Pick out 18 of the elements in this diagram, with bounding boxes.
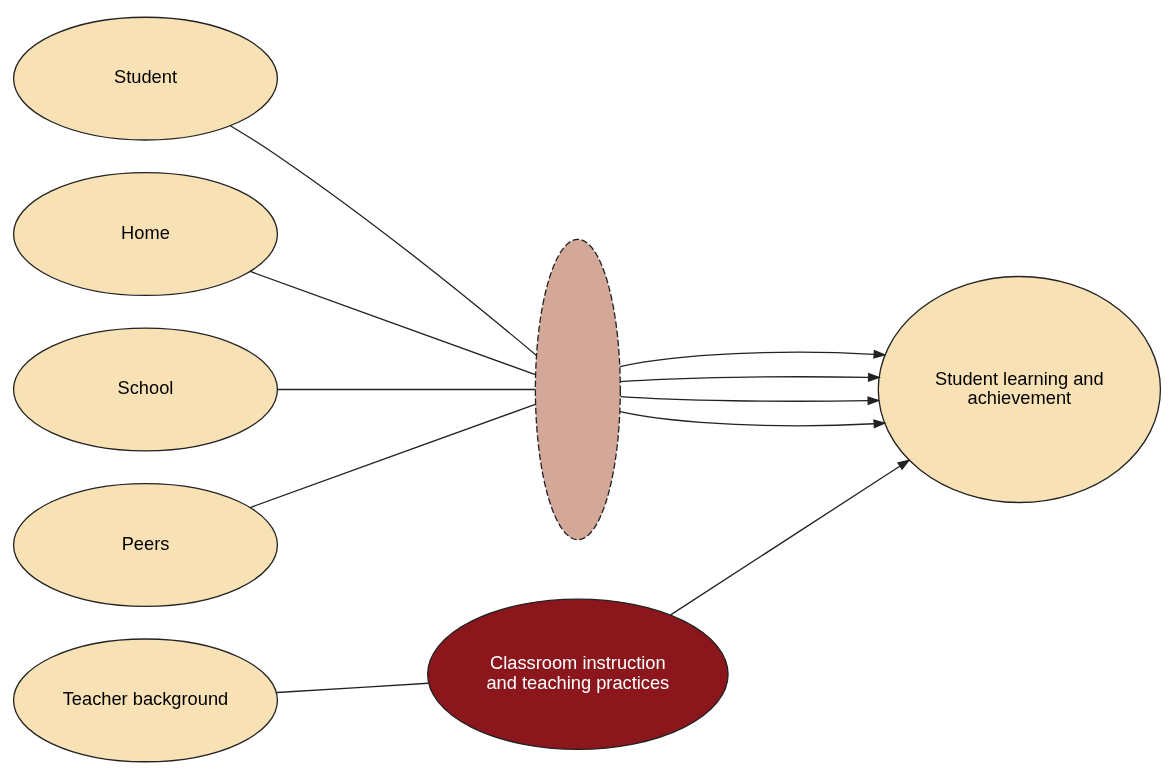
connector [249,403,536,508]
node-ellipse: Student learning and achievement [877,275,1162,503]
connector [276,388,536,390]
arrow [670,458,911,616]
node-ellipse: Teacher background [12,637,279,762]
connector [249,270,536,375]
node-ellipse: Peers [12,482,279,607]
node-ellipse: School [12,326,279,452]
connector [229,124,537,356]
arrow [619,395,881,405]
node-ellipse [534,238,621,540]
arrow [619,372,882,382]
arrow [619,410,887,428]
node-ellipse: Home [12,171,279,296]
node-ellipse: Student [12,16,279,141]
arrow [619,349,887,367]
node-ellipse: Classroom instruction and teaching practices [427,598,729,750]
connector [276,682,430,693]
